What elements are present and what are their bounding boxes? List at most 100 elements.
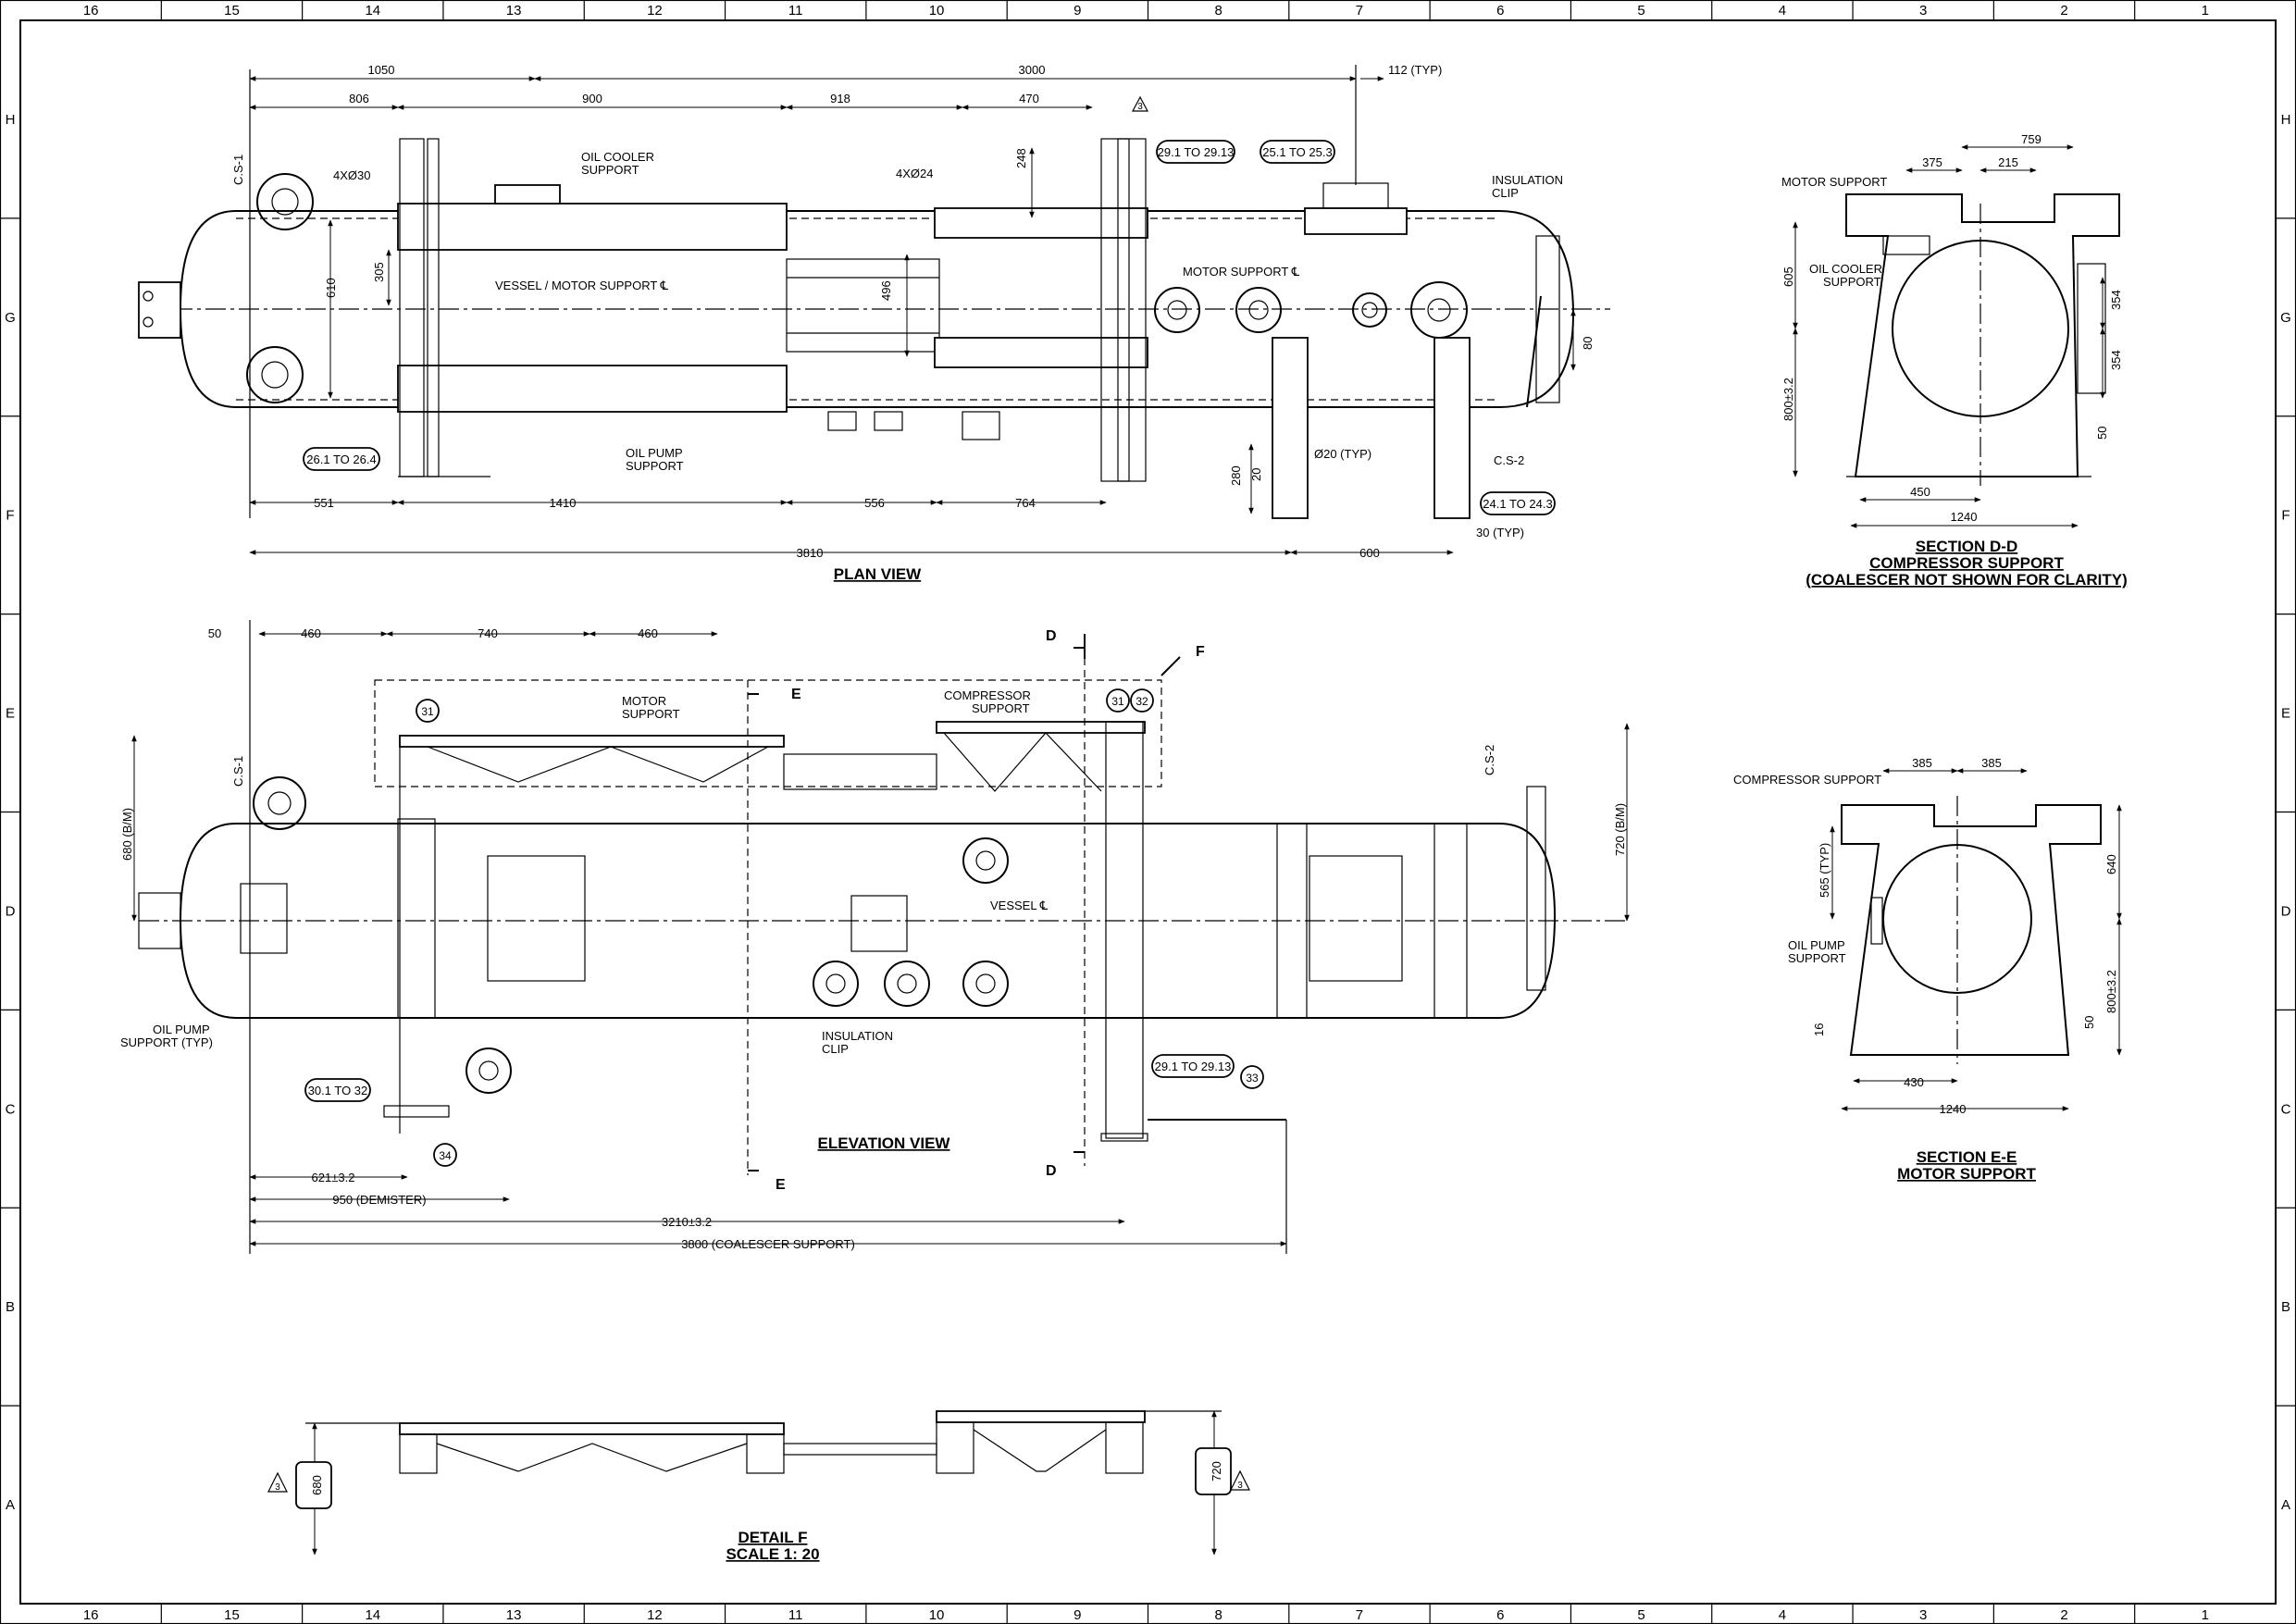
grid-column-14-bottom: 14 xyxy=(365,1607,380,1623)
dim-280: 280 xyxy=(1229,465,1243,486)
grid-column-16-bottom: 16 xyxy=(83,1607,99,1623)
ee-dim-1240: 1240 xyxy=(1940,1102,1967,1116)
elev-dim-950-demister: 950 (DEMISTER) xyxy=(332,1193,426,1207)
section-marker-d-bottom: D xyxy=(1046,1163,1057,1179)
grid-row-E-right: E xyxy=(2281,706,2290,722)
dim-30-typ: 30 (TYP) xyxy=(1476,526,1524,539)
tag-30-1-to-32: 30.1 TO 32 xyxy=(308,1084,368,1097)
elev-dim-50: 50 xyxy=(208,626,221,640)
dd-dim-759: 759 xyxy=(2021,132,2042,146)
grid-column-14-top: 14 xyxy=(365,3,380,19)
label-4x24-holes: 4XØ24 xyxy=(896,167,933,180)
grid-row-C-right: C xyxy=(2281,1101,2291,1117)
grid-column-13-top: 13 xyxy=(506,3,522,19)
dd-dim-1240: 1240 xyxy=(1951,510,1978,524)
dim-551: 551 xyxy=(314,496,334,510)
grid-column-2-top: 2 xyxy=(2060,3,2067,19)
ee-title-1: SECTION E-E xyxy=(1917,1148,2017,1166)
elev-label-insulation-1: INSULATION xyxy=(822,1029,893,1043)
ee-title-2: MOTOR SUPPORT xyxy=(1897,1165,2036,1183)
grid-column-9-top: 9 xyxy=(1074,3,1081,19)
ee-dim-800: 800±3.2 xyxy=(2104,970,2118,1013)
elevation-view: 50 460 740 460 680 (B/M) 720 (B/M) 621±3… xyxy=(120,620,1630,1254)
label-dia20-typ: Ø20 (TYP) xyxy=(1314,447,1371,461)
grid-row-D-left: D xyxy=(6,903,16,919)
ee-dim-385-left: 385 xyxy=(1912,756,1932,770)
elev-label-vessel-cl: VESSEL ℄ xyxy=(990,899,1049,912)
ee-label-oil-pump-2: SUPPORT xyxy=(1788,951,1846,965)
grid-column-11-bottom: 11 xyxy=(788,1607,803,1623)
grid-column-6-top: 6 xyxy=(1496,3,1504,19)
elev-dim-460-right: 460 xyxy=(638,626,658,640)
grid-row-B-left: B xyxy=(6,1299,15,1315)
elev-dim-720-bm: 720 (B/M) xyxy=(1613,803,1627,856)
section-dd: 759 375 215 605 354 354 800±3.2 50 450 1… xyxy=(1781,132,2128,589)
grid-row-G-right: G xyxy=(2280,310,2291,326)
section-ee: 385 385 565 (TYP) 640 800±3.2 16 50 430 … xyxy=(1733,756,2122,1183)
dim-610: 610 xyxy=(324,278,338,298)
grid-row-E-left: E xyxy=(6,706,15,722)
dd-title-1: SECTION D-D xyxy=(1916,538,2018,555)
grid-row-B-right: B xyxy=(2281,1299,2290,1315)
elevation-view-title: ELEVATION VIEW xyxy=(818,1134,951,1152)
grid-row-D-right: D xyxy=(2281,903,2291,919)
dim-496: 496 xyxy=(879,280,893,301)
dd-dim-50: 50 xyxy=(2095,427,2109,440)
elev-label-cs2: C.S-2 xyxy=(1483,745,1496,775)
section-marker-d-top: D xyxy=(1046,628,1057,644)
balloon-31-right: 31 xyxy=(1111,695,1124,708)
dim-918: 918 xyxy=(830,92,850,105)
ee-dim-640: 640 xyxy=(2104,854,2118,874)
grid-column-8-top: 8 xyxy=(1214,3,1222,19)
tag-24-1-to-24-3: 24.1 TO 24.3 xyxy=(1483,497,1552,511)
elev-dim-680-bm: 680 (B/M) xyxy=(120,808,134,861)
plan-view-title: PLAN VIEW xyxy=(834,565,922,583)
detail-f-title-1: DETAIL F xyxy=(738,1529,808,1546)
grid-column-2-bottom: 2 xyxy=(2060,1607,2067,1623)
grid-column-7-bottom: 7 xyxy=(1356,1607,1363,1623)
tag-29-1-to-29-13: 29.1 TO 29.13 xyxy=(1158,145,1235,159)
grid-row-H-right: H xyxy=(2281,112,2291,128)
grid-column-5-bottom: 5 xyxy=(1637,1607,1644,1623)
dd-title-2: COMPRESSOR SUPPORT xyxy=(1869,554,2064,572)
dim-112-typ: 112 (TYP) xyxy=(1388,63,1442,77)
dd-label-motor-support: MOTOR SUPPORT xyxy=(1781,175,1887,189)
detail-f-dim-680: 680 xyxy=(310,1475,324,1495)
label-insulation-2: CLIP xyxy=(1492,186,1519,200)
label-oil-cooler-2: SUPPORT xyxy=(581,163,639,177)
dim-20: 20 xyxy=(1249,468,1263,481)
detail-f-rev-left: 3 xyxy=(275,1482,280,1493)
grid-column-12-top: 12 xyxy=(647,3,663,19)
label-oil-pump-2: SUPPORT xyxy=(626,459,684,473)
dd-dim-354-upper: 354 xyxy=(2109,290,2123,310)
grid-column-1-bottom: 1 xyxy=(2202,1607,2209,1623)
grid-column-10-bottom: 10 xyxy=(929,1607,945,1623)
grid-column-13-bottom: 13 xyxy=(506,1607,522,1623)
dim-900: 900 xyxy=(582,92,602,105)
grid-row-F-right: F xyxy=(2281,508,2290,524)
dim-1410: 1410 xyxy=(550,496,577,510)
dd-dim-800: 800±3.2 xyxy=(1781,378,1795,421)
dd-dim-354-lower: 354 xyxy=(2109,350,2123,370)
dd-label-oil-cooler-2: SUPPORT xyxy=(1823,275,1881,289)
grid-column-9-bottom: 9 xyxy=(1074,1607,1081,1623)
label-oil-pump-1: OIL PUMP xyxy=(626,446,683,460)
dim-556: 556 xyxy=(864,496,885,510)
balloon-32: 32 xyxy=(1136,695,1148,708)
revision-triangle-label: 3 xyxy=(1137,102,1143,112)
dim-1050: 1050 xyxy=(368,63,395,77)
ee-dim-16: 16 xyxy=(1812,1023,1826,1036)
grid-row-C-left: C xyxy=(6,1101,16,1117)
elev-dim-621: 621±3.2 xyxy=(312,1171,355,1184)
grid-column-12-bottom: 12 xyxy=(647,1607,663,1623)
section-marker-e-bottom: E xyxy=(776,1177,786,1193)
elev-label-insulation-2: CLIP xyxy=(822,1042,849,1056)
grid-column-3-top: 3 xyxy=(1919,3,1927,19)
dim-806: 806 xyxy=(349,92,369,105)
plan-view: 1050 3000 112 (TYP) 806 900 918 470 248 … xyxy=(138,63,1610,583)
grid-column-16-top: 16 xyxy=(83,3,99,19)
ee-dim-430: 430 xyxy=(1904,1075,1924,1089)
